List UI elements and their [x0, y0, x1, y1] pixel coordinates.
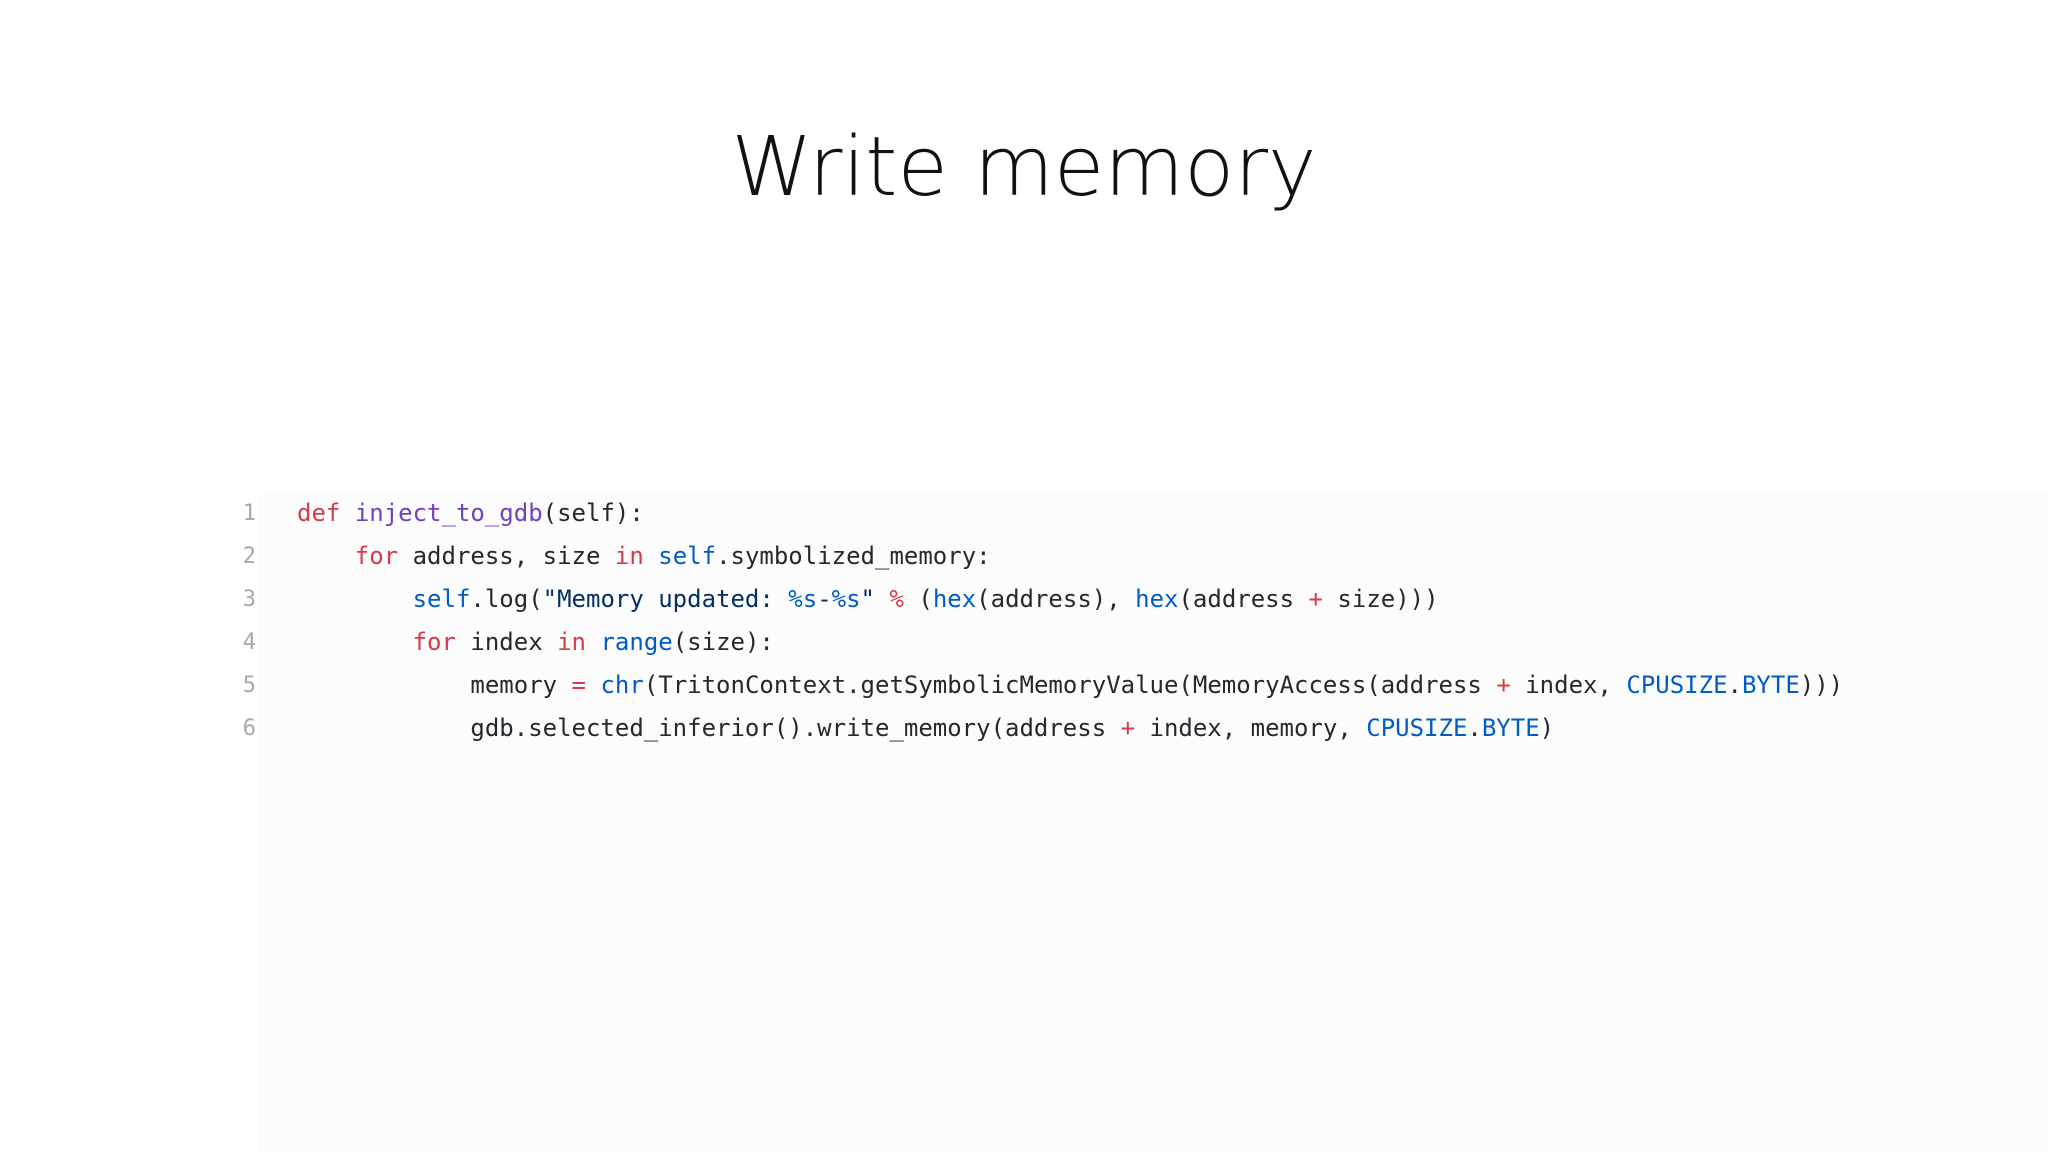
- code-token: index, memory,: [1135, 714, 1367, 742]
- code-token: range: [600, 628, 673, 656]
- code-token: memory: [470, 671, 572, 699]
- code-token: [586, 628, 600, 656]
- code-token: [586, 671, 600, 699]
- code-token: (size):: [672, 628, 774, 656]
- code-indent: [297, 714, 470, 742]
- code-token: (TritonContext.getSymbolicMemoryValue(Me…: [643, 671, 1497, 699]
- line-code: memory = chr(TritonContext.getSymbolicMe…: [297, 664, 1843, 707]
- code-token: address, size: [398, 542, 615, 570]
- code-line: 4 for index in range(size):: [0, 621, 2048, 664]
- code-line: 5 memory = chr(TritonContext.getSymbolic…: [0, 664, 2048, 707]
- line-number: 5: [242, 673, 256, 698]
- code-token: CPUSIZE: [1626, 671, 1728, 699]
- code-token: .: [1727, 671, 1742, 699]
- code-token: [644, 542, 658, 570]
- code-token: .symbolized_memory:: [716, 542, 991, 570]
- code-token: [340, 499, 354, 527]
- code-token: %s: [788, 585, 818, 613]
- code-token: inject_to_gdb: [354, 499, 543, 527]
- code-token: .: [1467, 714, 1482, 742]
- code-token: index: [455, 628, 558, 656]
- slide-title: Write memory: [731, 120, 1317, 215]
- code-indent: [297, 671, 470, 699]
- code-token: +: [1496, 671, 1511, 699]
- code-token: for: [354, 542, 399, 570]
- line-number: 1: [242, 501, 256, 526]
- code-indent: [297, 542, 355, 570]
- code-token: =: [571, 671, 586, 699]
- code-line: 6 gdb.selected_inferior().write_memory(a…: [0, 707, 2048, 750]
- code-token: (address),: [976, 585, 1136, 613]
- code-token: %: [889, 585, 904, 613]
- code-token: (: [903, 585, 933, 613]
- code-token: hex: [932, 585, 977, 613]
- code-token: ))): [1799, 671, 1844, 699]
- code-token: (address: [1178, 585, 1309, 613]
- code-token: BYTE: [1481, 714, 1540, 742]
- code-token: (self):: [542, 499, 644, 527]
- code-token: ): [1539, 714, 1555, 742]
- line-code: for index in range(size):: [297, 621, 774, 664]
- code-token: ": [860, 585, 875, 613]
- line-code: def inject_to_gdb(self):: [297, 492, 644, 535]
- code-line: 3 self.log("Memory updated: %s-%s" % (he…: [0, 578, 2048, 621]
- code-line: 2 for address, size in self.symbolized_m…: [0, 535, 2048, 578]
- code-token: BYTE: [1741, 671, 1800, 699]
- code-token: in: [614, 542, 644, 570]
- line-number: 3: [242, 587, 256, 612]
- code-token: [875, 585, 889, 613]
- code-token: in: [557, 628, 587, 656]
- code-token: self: [412, 585, 471, 613]
- line-code: gdb.selected_inferior().write_memory(add…: [297, 707, 1554, 750]
- code-token: for: [412, 628, 456, 656]
- code-indent: [297, 628, 413, 656]
- line-number: 2: [242, 544, 256, 569]
- code-indent: [297, 585, 413, 613]
- code-panel-background: [258, 490, 2048, 1152]
- code-token: index,: [1510, 671, 1627, 699]
- line-code: for address, size in self.symbolized_mem…: [297, 535, 991, 578]
- code-token: +: [1308, 585, 1323, 613]
- code-token: chr: [600, 671, 644, 699]
- code-token: "Memory updated:: [542, 585, 789, 613]
- code-token: .log(: [470, 585, 543, 613]
- code-token: CPUSIZE: [1366, 714, 1468, 742]
- code-token: gdb.selected_inferior().write_memory(add…: [470, 714, 1121, 742]
- code-token: +: [1120, 714, 1136, 742]
- code-token: size))): [1322, 585, 1439, 613]
- code-token: -: [817, 585, 832, 613]
- code-line: 1 def inject_to_gdb(self):: [0, 492, 2048, 535]
- line-code: self.log("Memory updated: %s-%s" % (hex(…: [297, 578, 1439, 621]
- code-token: hex: [1135, 585, 1179, 613]
- code-token: def: [297, 499, 341, 527]
- line-number: 6: [242, 716, 256, 741]
- line-number: 4: [242, 630, 256, 655]
- code-token: %s: [831, 585, 861, 613]
- code-token: self: [658, 542, 717, 570]
